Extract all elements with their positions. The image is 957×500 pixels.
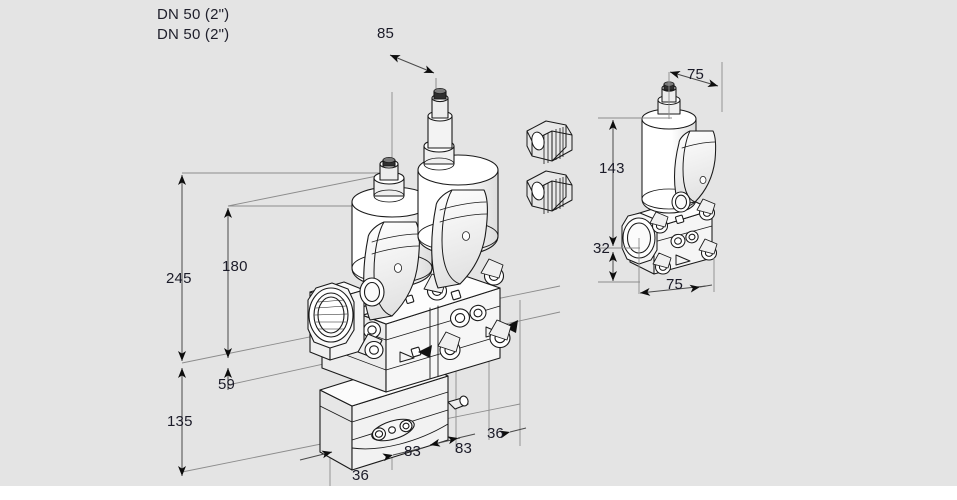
dim-label-245: 245 — [166, 270, 192, 287]
dim-label-32: 32 — [593, 240, 611, 257]
cable-gland-connector-2 — [526, 170, 573, 214]
dim-label-143: 143 — [599, 160, 625, 177]
solenoid-left — [351, 157, 433, 321]
dim-label-83-a: 83 — [404, 443, 422, 460]
dim-label-180: 180 — [222, 258, 248, 275]
spec-label-port-bottom: DN 50 (2") — [157, 26, 230, 43]
solenoid-right — [417, 88, 499, 289]
dim-line-36-left — [299, 450, 333, 461]
cable-gland-connector-1 — [526, 120, 573, 164]
dim-label-75-top: 75 — [687, 66, 705, 83]
dim-label-75-bottom: 75 — [666, 276, 684, 293]
terminal-box — [319, 359, 469, 471]
main-valve-assembly — [307, 88, 518, 471]
dim-line-83-b2 — [447, 433, 476, 445]
dim-label-36-left: 36 — [352, 467, 370, 484]
dimension-lines — [178, 54, 719, 476]
bottom-white-band — [0, 486, 957, 500]
dim-label-83-b: 83 — [455, 440, 473, 457]
dim-label-85: 85 — [377, 25, 395, 42]
dim-line-83-a — [382, 447, 423, 462]
side-extension-lines — [598, 62, 723, 294]
pipe-flange-inlet — [307, 281, 365, 361]
dim-label-59: 59 — [218, 376, 236, 393]
side-valve-assembly — [621, 81, 718, 275]
spec-label-port-top: DN 50 (2") — [157, 6, 230, 23]
dim-label-36-right: 36 — [487, 425, 505, 442]
dim-line-75-top — [669, 70, 719, 88]
dim-label-135: 135 — [167, 413, 193, 430]
dim-line-85 — [389, 54, 435, 74]
dim-line-75-bottom2 — [689, 284, 713, 293]
dim-line-36-right — [499, 427, 527, 439]
side-solenoid — [641, 81, 717, 214]
